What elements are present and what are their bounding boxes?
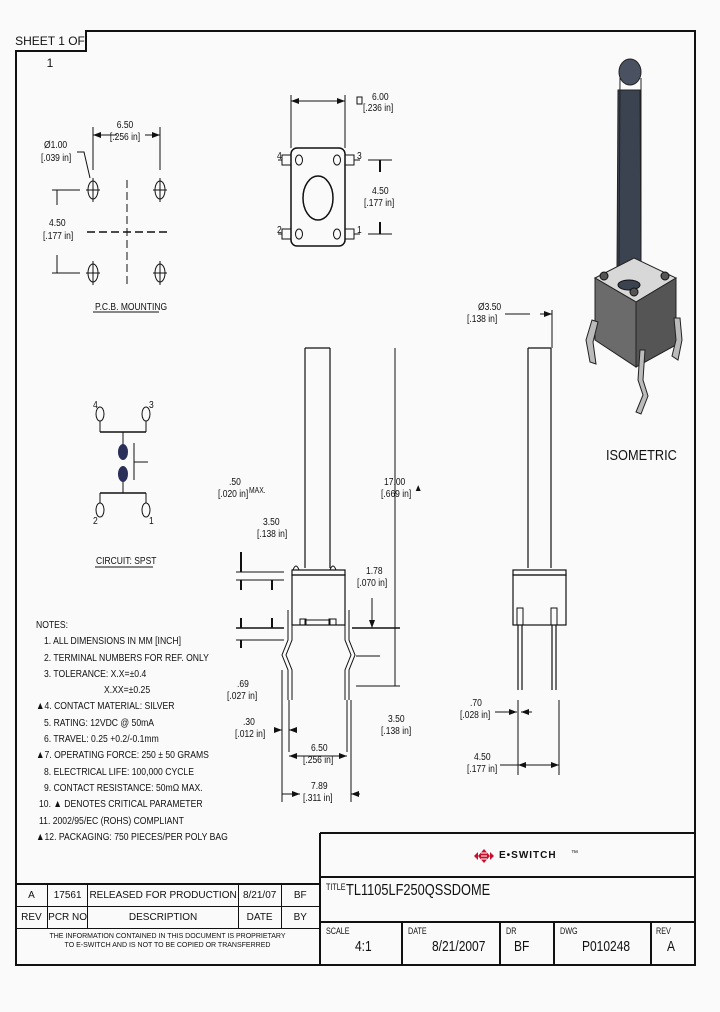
side-stem-dia: Ø3.50 (478, 302, 502, 313)
note-item: 10. ▲ DENOTES CRITICAL PARAMETER (39, 798, 203, 811)
circuit-pin-2: 2 (93, 516, 98, 527)
front-lead-kink: .69 (237, 679, 249, 690)
proprietary-notice: THE INFORMATION CONTAINED IN THIS DOCUME… (15, 928, 320, 965)
front-height-in: [.669 in] (381, 489, 412, 500)
top-pin-spacing-in: [.177 in] (364, 198, 395, 209)
pcb-hole-dia: Ø1.00 (44, 140, 68, 151)
rev-value: A (15, 884, 48, 907)
note-item: 11. 2002/95/EC (ROHS) COMPLIANT (39, 814, 184, 827)
side-stem-dia-in: [.138 in] (467, 314, 498, 325)
scale-label: SCALE (326, 926, 350, 936)
top-pin-4: 4 (277, 151, 282, 162)
note-item: 3. TOLERANCE: X.X=±0.4 (44, 667, 147, 680)
pcb-v-spacing-in: [.177 in] (43, 231, 74, 242)
note-item: 1. ALL DIMENSIONS IN MM [INCH] (44, 635, 181, 648)
pcb-mounting-title: P.C.B. MOUNTING (95, 302, 168, 313)
date-label: DATE (408, 926, 427, 936)
description-value: RELEASED FOR PRODUCTION (87, 884, 239, 907)
circuit-pin-3: 3 (149, 400, 154, 411)
top-pin-1: 1 (357, 225, 362, 236)
front-lead-spacing: 6.50 (311, 743, 328, 754)
drawn-by-label: DR (506, 926, 517, 936)
dwg-label: DWG (560, 926, 578, 936)
pcb-v-spacing: 4.50 (49, 218, 66, 229)
circuit-title: CIRCUIT: SPST (96, 556, 157, 567)
drawn-by-value: BF (514, 938, 530, 955)
note-item: ▲12. PACKAGING: 750 PIECES/PER POLY BAG (36, 830, 228, 843)
note-item: 8. ELECTRICAL LIFE: 100,000 CYCLE (44, 765, 194, 778)
note-item: 2. TERMINAL NUMBERS FOR REF. ONLY (44, 651, 209, 664)
top-pin-3: 3 (357, 151, 362, 162)
note-item: 6. TRAVEL: 0.25 +0.2/-0.1mm (44, 733, 159, 746)
front-lead-spacing-in: [.256 in] (303, 755, 334, 766)
date-value-tb: 8/21/2007 (432, 938, 486, 955)
dwg-value: P010248 (582, 938, 631, 955)
top-pin-spacing: 4.50 (372, 186, 389, 197)
notes-block: NOTES: 1. ALL DIMENSIONS IN MM [INCH] 2.… (36, 617, 270, 845)
scale-value: 4:1 (355, 938, 372, 955)
by-value: BF (280, 884, 321, 907)
date-value: 8/21/07 (237, 884, 282, 907)
sheet-label: SHEET 1 OF 1 (15, 30, 87, 70)
front-overall-width-in: [.311 in] (303, 793, 333, 804)
note-item: ▲4. CONTACT MATERIAL: SILVER (36, 700, 175, 713)
rev-label-tb: REV (656, 926, 671, 936)
revision-table: A 17561 RELEASED FOR PRODUCTION 8/21/07 … (15, 884, 321, 965)
circuit-pin-1: 1 (149, 516, 154, 527)
pcb-h-spacing: 6.50 (116, 120, 134, 131)
top-pin-2: 2 (277, 225, 282, 236)
revision-row: A 17561 RELEASED FOR PRODUCTION 8/21/07 … (15, 884, 321, 907)
pcb-h-spacing-in: [.256 in] (109, 132, 141, 143)
e-switch-logo-icon (474, 849, 494, 863)
front-stem-max: .50 (229, 477, 241, 488)
front-lead-len: 3.50 (388, 714, 405, 725)
note-item: ▲7. OPERATING FORCE: 250 ± 50 GRAMS (36, 749, 209, 762)
title-label: TITLE (326, 882, 346, 892)
rev-header: REV (15, 906, 48, 929)
critical-marker-icon: ▲ (414, 483, 423, 494)
rev-value-tb: A (667, 938, 676, 955)
revision-header-row: REV PCR NO DESCRIPTION DATE BY (15, 906, 321, 929)
note-item: 5. RATING: 12VDC @ 50mA (44, 716, 155, 729)
drawing-frame (15, 30, 696, 966)
front-lead-thk: .30 (243, 717, 255, 728)
front-body-top-in: [.070 in] (357, 578, 388, 589)
note-item: 9. CONTACT RESISTANCE: 50mΩ MAX. (44, 781, 203, 794)
date-header: DATE (237, 906, 282, 929)
front-stem-max-in: [.020 in] (218, 489, 249, 500)
brand-name: E•SWITCH (499, 850, 557, 861)
front-body-top: 1.78 (366, 566, 383, 577)
by-header: BY (280, 906, 321, 929)
top-width-in: [.236 in] (363, 103, 394, 114)
side-lead-spacing: 4.50 (474, 752, 491, 763)
front-stem-dia-in: [.138 in] (257, 529, 288, 540)
description-header: DESCRIPTION (87, 906, 239, 929)
pcr-value: 17561 (46, 884, 89, 907)
front-overall-width: 7.89 (311, 781, 328, 792)
proprietary-row: THE INFORMATION CONTAINED IN THIS DOCUME… (15, 928, 320, 965)
top-width: 6.00 (372, 92, 389, 103)
front-stem-max-suffix: MAX. (249, 486, 266, 495)
front-lead-thk-in: [.012 in] (235, 729, 266, 740)
drawing-title: TL1105LF250QSSDOME (346, 882, 491, 899)
notes-heading: NOTES: (36, 619, 69, 631)
front-lead-kink-in: [.027 in] (227, 691, 258, 702)
isometric-title: ISOMETRIC (606, 447, 677, 464)
brand-trademark: ™ (571, 850, 578, 857)
side-lead-width: .70 (470, 698, 482, 709)
front-lead-len-in: [.138 in] (381, 726, 412, 737)
front-stem-dia: 3.50 (263, 517, 280, 528)
front-height: 17.00 (384, 477, 406, 488)
note-item: X.XX=±0.25 (104, 684, 151, 697)
pcb-hole-dia-in: [.039 in] (41, 153, 72, 164)
side-lead-spacing-in: [.177 in] (467, 764, 498, 775)
side-lead-width-in: [.028 in] (460, 710, 491, 721)
pcr-header: PCR NO (46, 906, 89, 929)
circuit-pin-4: 4 (93, 400, 98, 411)
